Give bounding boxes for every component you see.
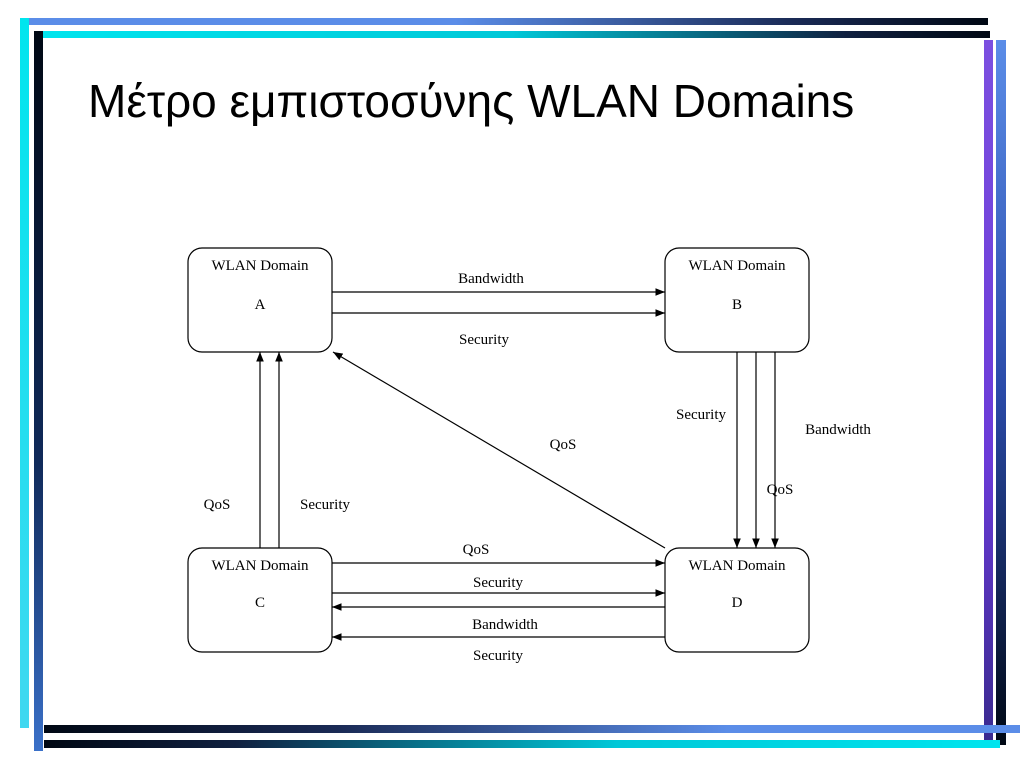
frame-left-cyan-bar [20,18,29,728]
label-a-b-security: Security [459,332,509,348]
frame-top-cyan-bar [34,31,990,38]
frame-bottom-blue-bar [44,725,1020,733]
node-b-title: WLAN Domain [688,258,786,274]
frame-right-purple-bar [984,40,993,740]
node-b: WLAN Domain B [664,247,810,353]
frame-left-dark-bar [34,31,43,751]
label-b-d-bandwidth: Bandwidth [805,422,871,438]
frame-right-dark-bar [996,40,1006,745]
label-b-d-security: Security [676,407,726,423]
node-d-title: WLAN Domain [688,558,786,574]
label-c-a-security: Security [300,497,350,513]
label-a-b-bandwidth: Bandwidth [458,271,524,287]
node-b-letter: B [732,297,742,313]
label-c-a-qos: QoS [204,497,231,513]
label-d-c-bandwidth: Bandwidth [472,617,538,633]
node-d: WLAN Domain D [664,547,810,653]
node-a-letter: A [255,297,266,313]
label-b-d-qos: QoS [767,482,794,498]
label-c-d-qos: QoS [463,542,490,558]
edge-d-a-qos [332,351,666,549]
label-d-a-qos: QoS [550,437,577,453]
node-d-letter: D [732,595,743,611]
frame-bottom-cyan-bar [44,740,1000,748]
label-d-c-security: Security [473,648,523,664]
node-c: WLAN Domain C [187,547,333,653]
frame-top-left-bar [20,18,988,25]
label-c-d-security: Security [473,575,523,591]
node-a: WLAN Domain A [187,247,333,353]
node-a-title: WLAN Domain [211,258,309,274]
node-c-letter: C [255,595,265,611]
slide-title: Μέτρο εμπιστοσύνης WLAN Domains [88,75,855,127]
node-c-title: WLAN Domain [211,558,309,574]
